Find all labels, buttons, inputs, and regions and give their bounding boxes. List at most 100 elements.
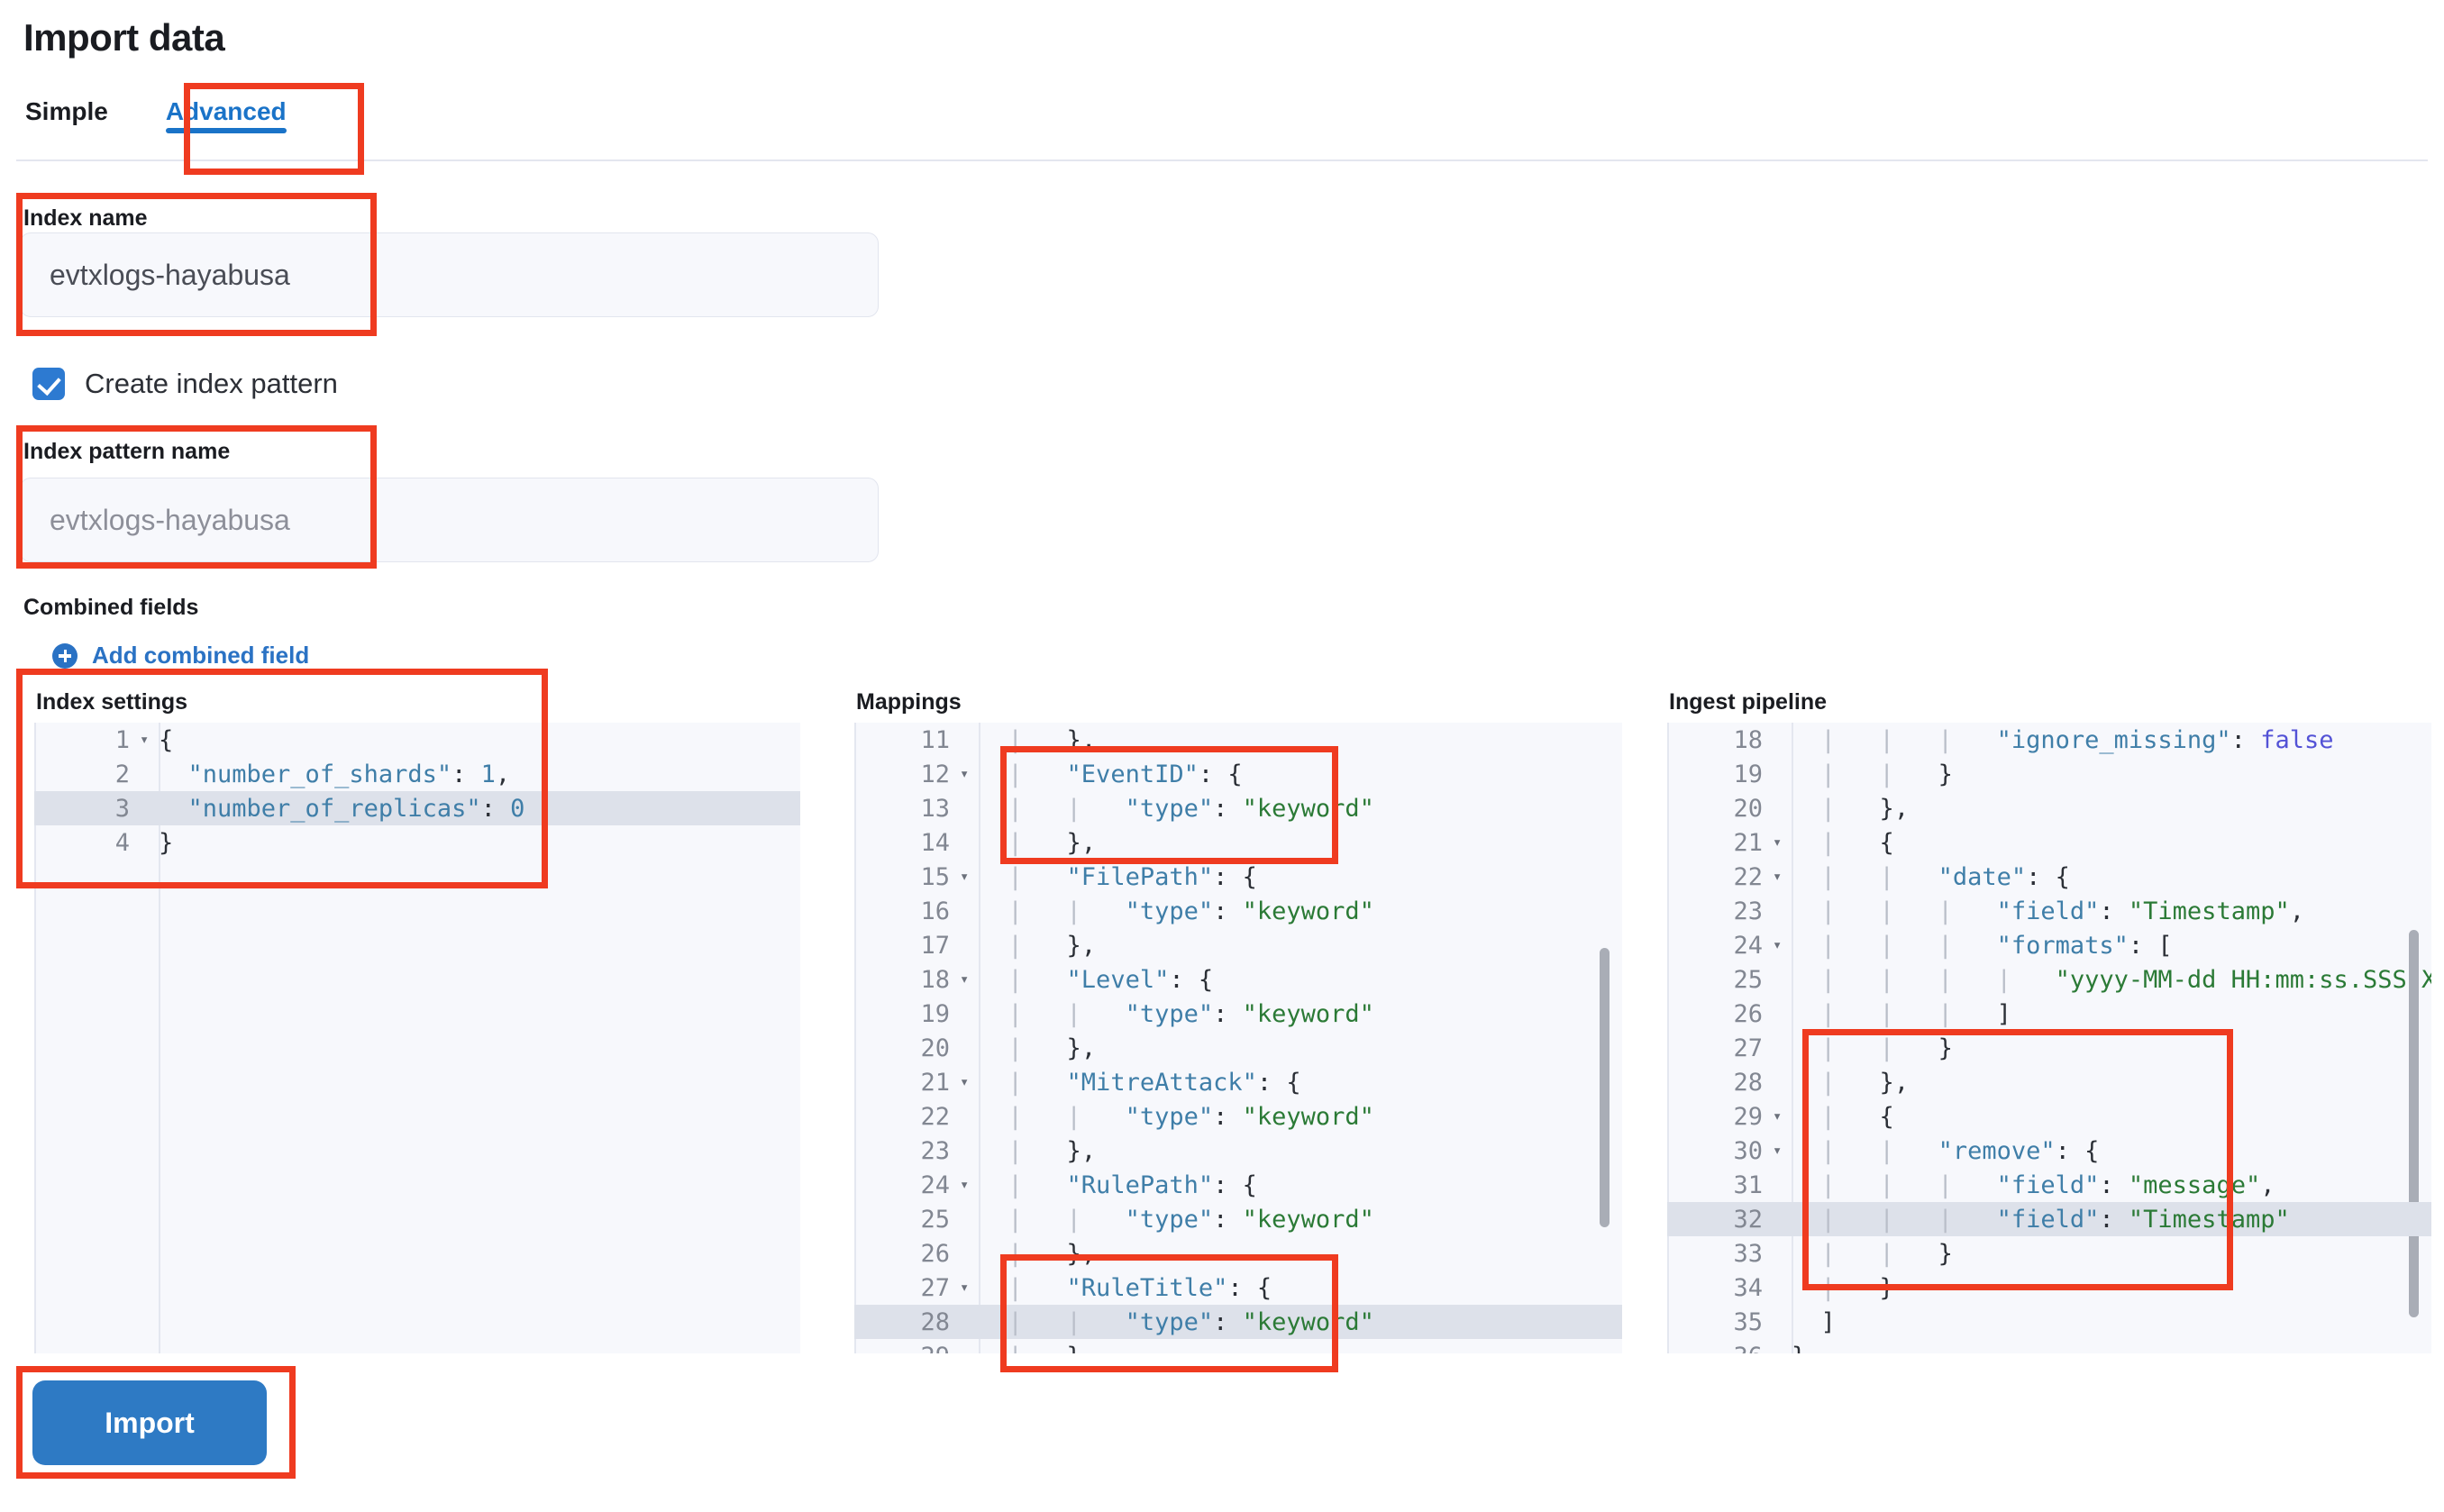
plus-circle-icon <box>52 642 78 669</box>
code-line[interactable]: 23 | }, <box>854 1134 1622 1168</box>
code-text: | "RulePath": { <box>979 1170 1257 1199</box>
combined-fields-label: Combined fields <box>23 595 199 620</box>
code-line[interactable]: 29 | }, <box>854 1339 1622 1354</box>
code-line[interactable]: 25 | | "type": "keyword" <box>854 1202 1622 1236</box>
create-index-pattern-checkbox[interactable] <box>32 368 65 400</box>
code-line[interactable]: 25 | | | | "yyyy-MM-dd HH:mm:ss.SSS XXX" <box>1667 962 2431 997</box>
mappings-title: Mappings <box>856 689 962 715</box>
code-line[interactable]: 28 | | "type": "keyword" <box>854 1305 1622 1339</box>
code-text: "number_of_replicas": 0 <box>187 794 525 823</box>
code-line[interactable]: 18▾ | "Level": { <box>854 962 1622 997</box>
tab-active-underline <box>165 128 287 133</box>
editor-gutter-border <box>159 723 160 1353</box>
fold-arrow-icon[interactable]: ▾ <box>1773 936 1783 954</box>
line-number: 24 <box>1733 931 1763 960</box>
line-number: 34 <box>1733 1273 1763 1302</box>
code-line[interactable]: 27 | | } <box>1667 1031 2431 1065</box>
code-line[interactable]: 28 | }, <box>1667 1065 2431 1099</box>
line-number: 29 <box>854 1343 955 1354</box>
fold-arrow-icon[interactable]: ▾ <box>1773 1142 1783 1160</box>
line-number: 21 <box>1733 828 1763 857</box>
code-line[interactable]: 15▾ | "FilePath": { <box>854 860 1622 894</box>
code-text: | | "type": "keyword" <box>979 1205 1374 1234</box>
code-text: "number_of_shards": 1, <box>187 760 511 788</box>
code-line[interactable]: 1▾{ <box>34 723 800 757</box>
ingest-pipeline-scrollbar[interactable] <box>2409 930 2419 1317</box>
code-text: | | | "field": "Timestamp", <box>1792 897 2304 925</box>
code-text: | | } <box>1792 1034 1953 1062</box>
editor-left-border <box>1667 723 1669 1353</box>
code-line[interactable]: 22▾ | | "date": { <box>1667 860 2431 894</box>
code-line[interactable]: 23 | | | "field": "Timestamp", <box>1667 894 2431 928</box>
code-line[interactable]: 32 | | | "field": "Timestamp" <box>1667 1202 2431 1236</box>
fold-arrow-icon[interactable]: ▾ <box>960 765 970 783</box>
code-line[interactable]: 11 | }, <box>854 723 1622 757</box>
index-pattern-name-input[interactable]: evtxlogs-hayabusa <box>20 478 879 562</box>
code-line[interactable]: 12▾ | "EventID": { <box>854 757 1622 791</box>
ingest-pipeline-title: Ingest pipeline <box>1669 689 1828 715</box>
code-line[interactable]: 13 | | "type": "keyword" <box>854 791 1622 825</box>
fold-arrow-icon[interactable]: ▾ <box>960 1176 970 1194</box>
fold-arrow-icon[interactable]: ▾ <box>1773 833 1783 852</box>
code-line[interactable]: 22 | | "type": "keyword" <box>854 1099 1622 1134</box>
line-number: 20 <box>1733 794 1763 823</box>
code-line[interactable]: 21▾ | "MitreAttack": { <box>854 1065 1622 1099</box>
fold-arrow-icon[interactable]: ▾ <box>140 731 150 749</box>
code-line[interactable]: 4} <box>34 825 800 860</box>
code-line[interactable]: 34 | } <box>1667 1271 2431 1305</box>
index-settings-editor[interactable]: 1▾{2 "number_of_shards": 1,3 "number_of_… <box>34 723 800 1353</box>
index-name-label: Index name <box>23 205 148 231</box>
line-number: 3 <box>114 794 130 823</box>
line-number: 2 <box>114 760 130 788</box>
code-line[interactable]: 17 | }, <box>854 928 1622 962</box>
code-line[interactable]: 19 | | "type": "keyword" <box>854 997 1622 1031</box>
index-name-input[interactable]: evtxlogs-hayabusa <box>20 232 879 317</box>
line-number: 32 <box>1733 1205 1763 1234</box>
index-pattern-name-label: Index pattern name <box>23 439 231 464</box>
code-line[interactable]: 20 | }, <box>854 1031 1622 1065</box>
tab-bar: Simple Advanced <box>23 97 317 146</box>
code-line[interactable]: 29▾ | { <box>1667 1099 2431 1134</box>
fold-arrow-icon[interactable]: ▾ <box>960 970 970 988</box>
line-number: 36 <box>1667 1343 1768 1354</box>
code-line[interactable]: 24▾ | "RulePath": { <box>854 1168 1622 1202</box>
tab-advanced[interactable]: Advanced <box>133 97 317 146</box>
line-number: 20 <box>920 1034 950 1062</box>
fold-arrow-icon[interactable]: ▾ <box>960 868 970 886</box>
code-text: { <box>159 725 174 754</box>
tab-simple[interactable]: Simple <box>23 97 133 146</box>
code-line[interactable]: 2 "number_of_shards": 1, <box>34 757 800 791</box>
code-line[interactable]: 30▾ | | "remove": { <box>1667 1134 2431 1168</box>
line-number: 35 <box>1733 1307 1763 1336</box>
editor-gutter-border <box>979 723 980 1353</box>
create-index-pattern-row[interactable]: Create index pattern <box>32 368 338 400</box>
code-text: | | "type": "keyword" <box>979 794 1374 823</box>
code-line[interactable]: 18 | | | "ignore_missing": false <box>1667 723 2431 757</box>
code-line[interactable]: 35 ] <box>1667 1305 2431 1339</box>
mappings-editor[interactable]: 11 | },12▾ | "EventID": {13 | | "type": … <box>854 723 1622 1353</box>
fold-arrow-icon[interactable]: ▾ <box>960 1073 970 1091</box>
code-line[interactable]: 20 | }, <box>1667 791 2431 825</box>
code-line[interactable]: 26 | | | ] <box>1667 997 2431 1031</box>
fold-arrow-icon[interactable]: ▾ <box>1773 1107 1783 1125</box>
fold-arrow-icon[interactable]: ▾ <box>960 1279 970 1297</box>
mappings-scrollbar[interactable] <box>1600 948 1610 1227</box>
code-line[interactable]: 27▾ | "RuleTitle": { <box>854 1271 1622 1305</box>
fold-arrow-icon[interactable]: ▾ <box>1773 868 1783 886</box>
code-line[interactable]: 24▾ | | | "formats": [ <box>1667 928 2431 962</box>
add-combined-field-button[interactable]: Add combined field <box>52 642 309 669</box>
code-line[interactable]: 33 | | } <box>1667 1236 2431 1271</box>
code-line[interactable]: 16 | | "type": "keyword" <box>854 894 1622 928</box>
code-line[interactable]: 36} <box>1667 1339 2431 1354</box>
code-line[interactable]: 19 | | } <box>1667 757 2431 791</box>
tabs-divider <box>16 159 2428 161</box>
import-button[interactable]: Import <box>32 1380 267 1465</box>
code-line[interactable]: 31 | | | "field": "message", <box>1667 1168 2431 1202</box>
code-line[interactable]: 14 | }, <box>854 825 1622 860</box>
code-line[interactable]: 26 | }, <box>854 1236 1622 1271</box>
line-number: 25 <box>1733 965 1763 994</box>
code-text: | }, <box>979 1034 1097 1062</box>
code-line[interactable]: 21▾ | { <box>1667 825 2431 860</box>
code-line[interactable]: 3 "number_of_replicas": 0 <box>34 791 800 825</box>
